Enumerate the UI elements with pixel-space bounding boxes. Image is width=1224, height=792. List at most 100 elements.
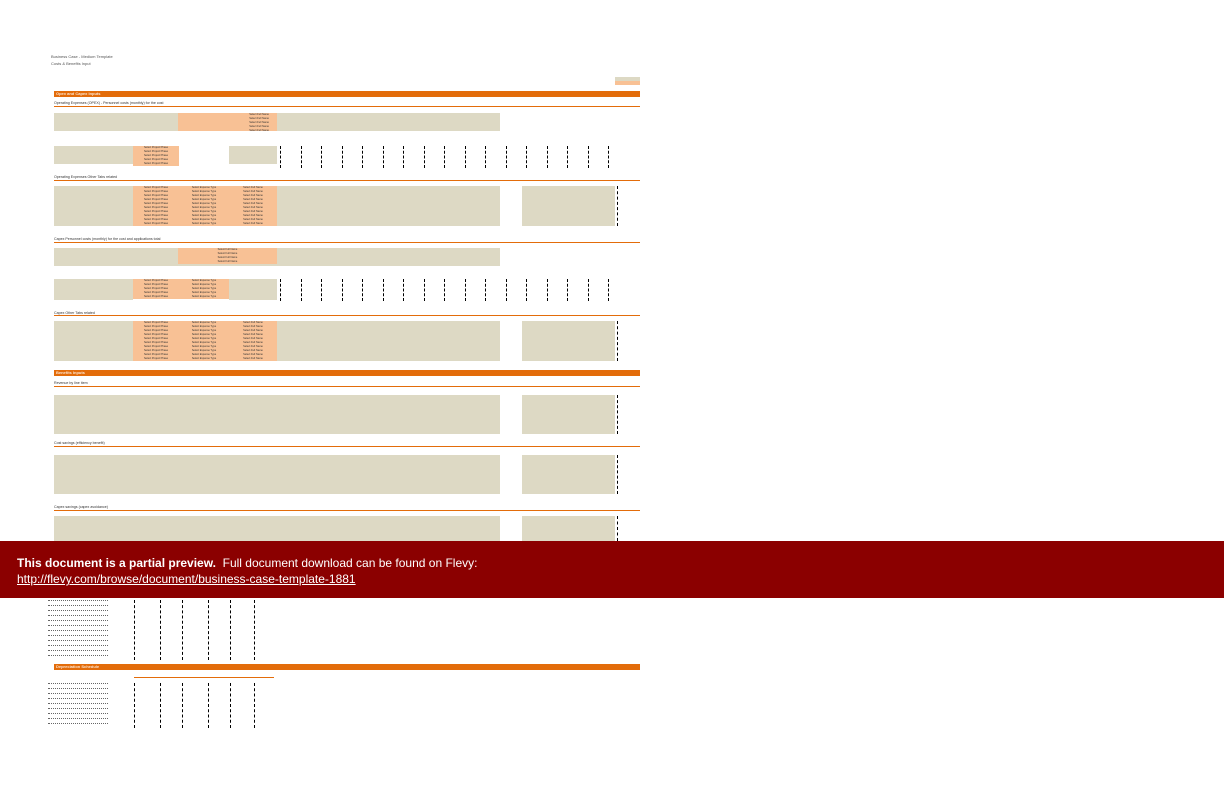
select-cell[interactable]: Select Expense Type [191, 287, 217, 290]
select-cell[interactable]: Select Full Name [243, 321, 263, 324]
select-cell[interactable]: Select Expense Type [191, 194, 217, 197]
select-cell[interactable]: Select Project Phase [143, 202, 169, 205]
select-cell[interactable]: Select Full Name [243, 210, 263, 213]
select-cell[interactable]: Select Expense Type [191, 329, 217, 332]
select-cell[interactable]: Select Project Phase [143, 349, 169, 352]
select-cell[interactable]: Select Project Phase [143, 321, 169, 324]
row-label [48, 703, 108, 705]
select-cell[interactable]: Select Expense Type [191, 325, 217, 328]
select-cell[interactable]: Select Expense Type [191, 321, 217, 324]
select-cell[interactable]: Select Full Name [217, 256, 238, 259]
select-cell[interactable]: Select Expense Type [191, 190, 217, 193]
select-cell[interactable]: Select Expense Type [191, 291, 217, 294]
select-cell[interactable]: Select Full Name [249, 117, 269, 120]
select-cell[interactable]: Select Expense Type [191, 337, 217, 340]
select-cell[interactable]: Select Full Name [243, 345, 263, 348]
select-cell[interactable]: Select Expense Type [191, 218, 217, 221]
select-cell[interactable]: Select Project Phase [143, 158, 169, 161]
select-cell[interactable]: Select Expense Type [191, 333, 217, 336]
column-divider [230, 600, 231, 660]
select-cell[interactable]: Select Full Name [243, 202, 263, 205]
select-cell[interactable]: Select Full Name [243, 190, 263, 193]
select-cell[interactable]: Select Expense Type [191, 202, 217, 205]
select-cell[interactable]: Select Project Phase [143, 337, 169, 340]
select-cell[interactable]: Select Project Phase [143, 295, 169, 298]
select-cell[interactable]: Select Project Phase [143, 154, 169, 157]
select-cell[interactable]: Select Project Phase [143, 357, 169, 360]
select-cell[interactable]: Select Full Name [243, 357, 263, 360]
input-area [54, 113, 500, 131]
select-cell[interactable]: Select Full Name [249, 125, 269, 128]
select-cell[interactable]: Select Expense Type [191, 198, 217, 201]
select-cell[interactable]: Select Project Phase [143, 186, 169, 189]
select-cell[interactable]: Select Full Name [243, 214, 263, 217]
select-cell[interactable]: Select Expense Type [191, 345, 217, 348]
select-cell[interactable]: Select Full Name [243, 353, 263, 356]
select-cell[interactable]: Select Full Name [217, 252, 238, 255]
row-label [48, 655, 108, 657]
column-divider [280, 279, 281, 301]
subsection-underline [54, 315, 640, 316]
select-cell[interactable]: Select Project Phase [143, 333, 169, 336]
select-cell[interactable]: Select Expense Type [191, 186, 217, 189]
select-cell[interactable]: Select Project Phase [143, 329, 169, 332]
select-cell[interactable]: Select Project Phase [143, 291, 169, 294]
select-cell[interactable]: Select Project Phase [143, 146, 169, 149]
row-label [48, 630, 108, 632]
select-cell[interactable]: Select Project Phase [143, 283, 169, 286]
select-cell[interactable]: Select Full Name [249, 113, 269, 116]
select-cell[interactable]: Select Full Name [243, 333, 263, 336]
select-cell[interactable]: Select Expense Type [191, 341, 217, 344]
select-cell[interactable]: Select Expense Type [191, 357, 217, 360]
select-cell[interactable]: Select Full Name [243, 206, 263, 209]
row-label [48, 723, 108, 725]
select-cell[interactable]: Select Full Name [217, 248, 238, 251]
select-cell[interactable]: Select Full Name [243, 337, 263, 340]
section-bar-depreciation: Depreciation Schedule [54, 664, 640, 670]
select-cell[interactable]: Select Expense Type [191, 206, 217, 209]
select-cell[interactable]: Select Full Name [243, 198, 263, 201]
select-cell[interactable]: Select Full Name [243, 325, 263, 328]
select-cell[interactable]: Select Project Phase [143, 287, 169, 290]
select-cell[interactable]: Select Project Phase [143, 345, 169, 348]
select-cell[interactable]: Select Full Name [243, 218, 263, 221]
select-cell[interactable]: Select Project Phase [143, 162, 169, 165]
select-cell[interactable]: Select Project Phase [143, 222, 169, 225]
select-cell[interactable]: Select Project Phase [143, 341, 169, 344]
select-cell[interactable]: Select Full Name [249, 129, 269, 131]
select-cell[interactable]: Select Full Name [243, 222, 263, 225]
select-cell[interactable]: Select Project Phase [143, 190, 169, 193]
select-cell[interactable]: Select Expense Type [191, 214, 217, 217]
select-cell[interactable]: Select Project Phase [143, 218, 169, 221]
select-cell[interactable]: Select Full Name [217, 260, 238, 263]
select-cell[interactable]: Select Full Name [243, 349, 263, 352]
banner-link[interactable]: http://flevy.com/browse/document/busines… [17, 572, 356, 586]
select-cell[interactable]: Select Project Phase [143, 214, 169, 217]
select-cell[interactable]: Select Project Phase [143, 279, 169, 282]
select-cell[interactable]: Select Full Name [243, 186, 263, 189]
select-cell[interactable]: Select Full Name [243, 329, 263, 332]
select-cell[interactable]: Select Expense Type [191, 295, 217, 298]
row-label [48, 645, 108, 647]
select-cell[interactable]: Select Project Phase [143, 150, 169, 153]
select-cell[interactable]: Select Project Phase [143, 325, 169, 328]
select-cell[interactable]: Select Expense Type [191, 222, 217, 225]
document-title: Business Case - Medium Template [51, 54, 113, 59]
select-cell[interactable]: Select Full Name [243, 341, 263, 344]
select-cell[interactable]: Select Full Name [249, 121, 269, 124]
select-cell[interactable]: Select Project Phase [143, 198, 169, 201]
select-cell[interactable]: Select Expense Type [191, 283, 217, 286]
select-cell[interactable]: Select Expense Type [191, 353, 217, 356]
row-label [48, 713, 108, 715]
row-label [48, 640, 108, 642]
select-cell[interactable]: Select Project Phase [143, 206, 169, 209]
select-cell[interactable]: Select Expense Type [191, 279, 217, 282]
select-cell[interactable]: Select Project Phase [143, 194, 169, 197]
select-cell[interactable]: Select Expense Type [191, 349, 217, 352]
select-cell[interactable]: Select Project Phase [143, 210, 169, 213]
row-label [48, 693, 108, 695]
select-cell[interactable]: Select Project Phase [143, 353, 169, 356]
select-cell[interactable]: Select Expense Type [191, 210, 217, 213]
select-cell[interactable]: Select Full Name [243, 194, 263, 197]
